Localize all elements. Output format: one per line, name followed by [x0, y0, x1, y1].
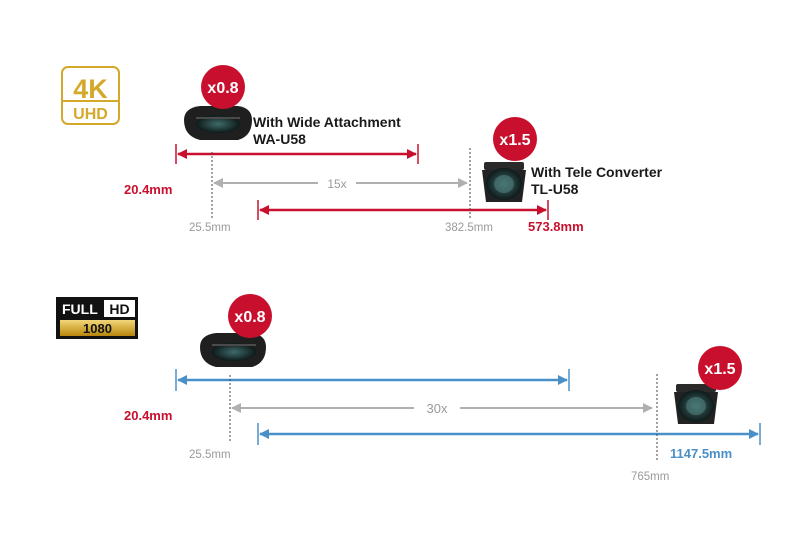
wide-multiplier-badge-fhd: x0.8: [228, 294, 272, 338]
wide-multiplier-text: x0.8: [207, 80, 238, 97]
wide-focal-fhd: 20.4mm: [124, 408, 172, 423]
tele-converter-lens-image-fhd: [674, 384, 718, 424]
tele-multiplier-badge-fhd: x1.5: [698, 346, 742, 390]
lens-wide-end-fhd: 25.5mm: [189, 449, 231, 461]
lens-tele-end-4k: 382.5mm: [445, 222, 493, 234]
uhd-badge-uhd: UHD: [73, 106, 108, 123]
full-hd-badge-full: FULL: [62, 301, 98, 317]
uhd-badge: 4K UHD: [61, 66, 120, 125]
full-hd-badge-hd: HD: [109, 301, 129, 317]
tele-converter-label: With Tele Converter: [531, 164, 663, 180]
full-hd-badge-1080: 1080: [83, 321, 112, 336]
wide-multiplier-badge: x0.8: [201, 65, 245, 109]
lens-tele-end-fhd: 765mm: [631, 471, 669, 483]
tele-converter-model: TL-U58: [531, 181, 579, 197]
tele-focal-fhd: 1147.5mm: [670, 446, 732, 461]
tele-multiplier-text-fhd: x1.5: [704, 361, 735, 378]
wide-attachment-lens-image-fhd: [200, 333, 266, 367]
wide-multiplier-text-fhd: x0.8: [234, 309, 265, 326]
wide-focal-4k: 20.4mm: [124, 182, 172, 197]
wide-attachment-model: WA-U58: [253, 131, 306, 147]
tele-converter-lens-image: [482, 162, 526, 202]
tele-multiplier-text: x1.5: [499, 132, 530, 149]
wide-attachment-label: With Wide Attachment: [253, 114, 401, 130]
zoom-ratio-fhd: 30x: [427, 401, 448, 416]
tele-multiplier-badge: x1.5: [493, 117, 537, 161]
tele-focal-4k: 573.8mm: [528, 219, 584, 234]
uhd-badge-4k: 4K: [73, 74, 108, 104]
wide-attachment-lens-image: [184, 106, 252, 140]
full-hd-badge: FULL HD 1080: [56, 297, 138, 339]
lens-wide-end-4k: 25.5mm: [189, 222, 231, 234]
zoom-ratio-4k: 15x: [327, 177, 346, 191]
